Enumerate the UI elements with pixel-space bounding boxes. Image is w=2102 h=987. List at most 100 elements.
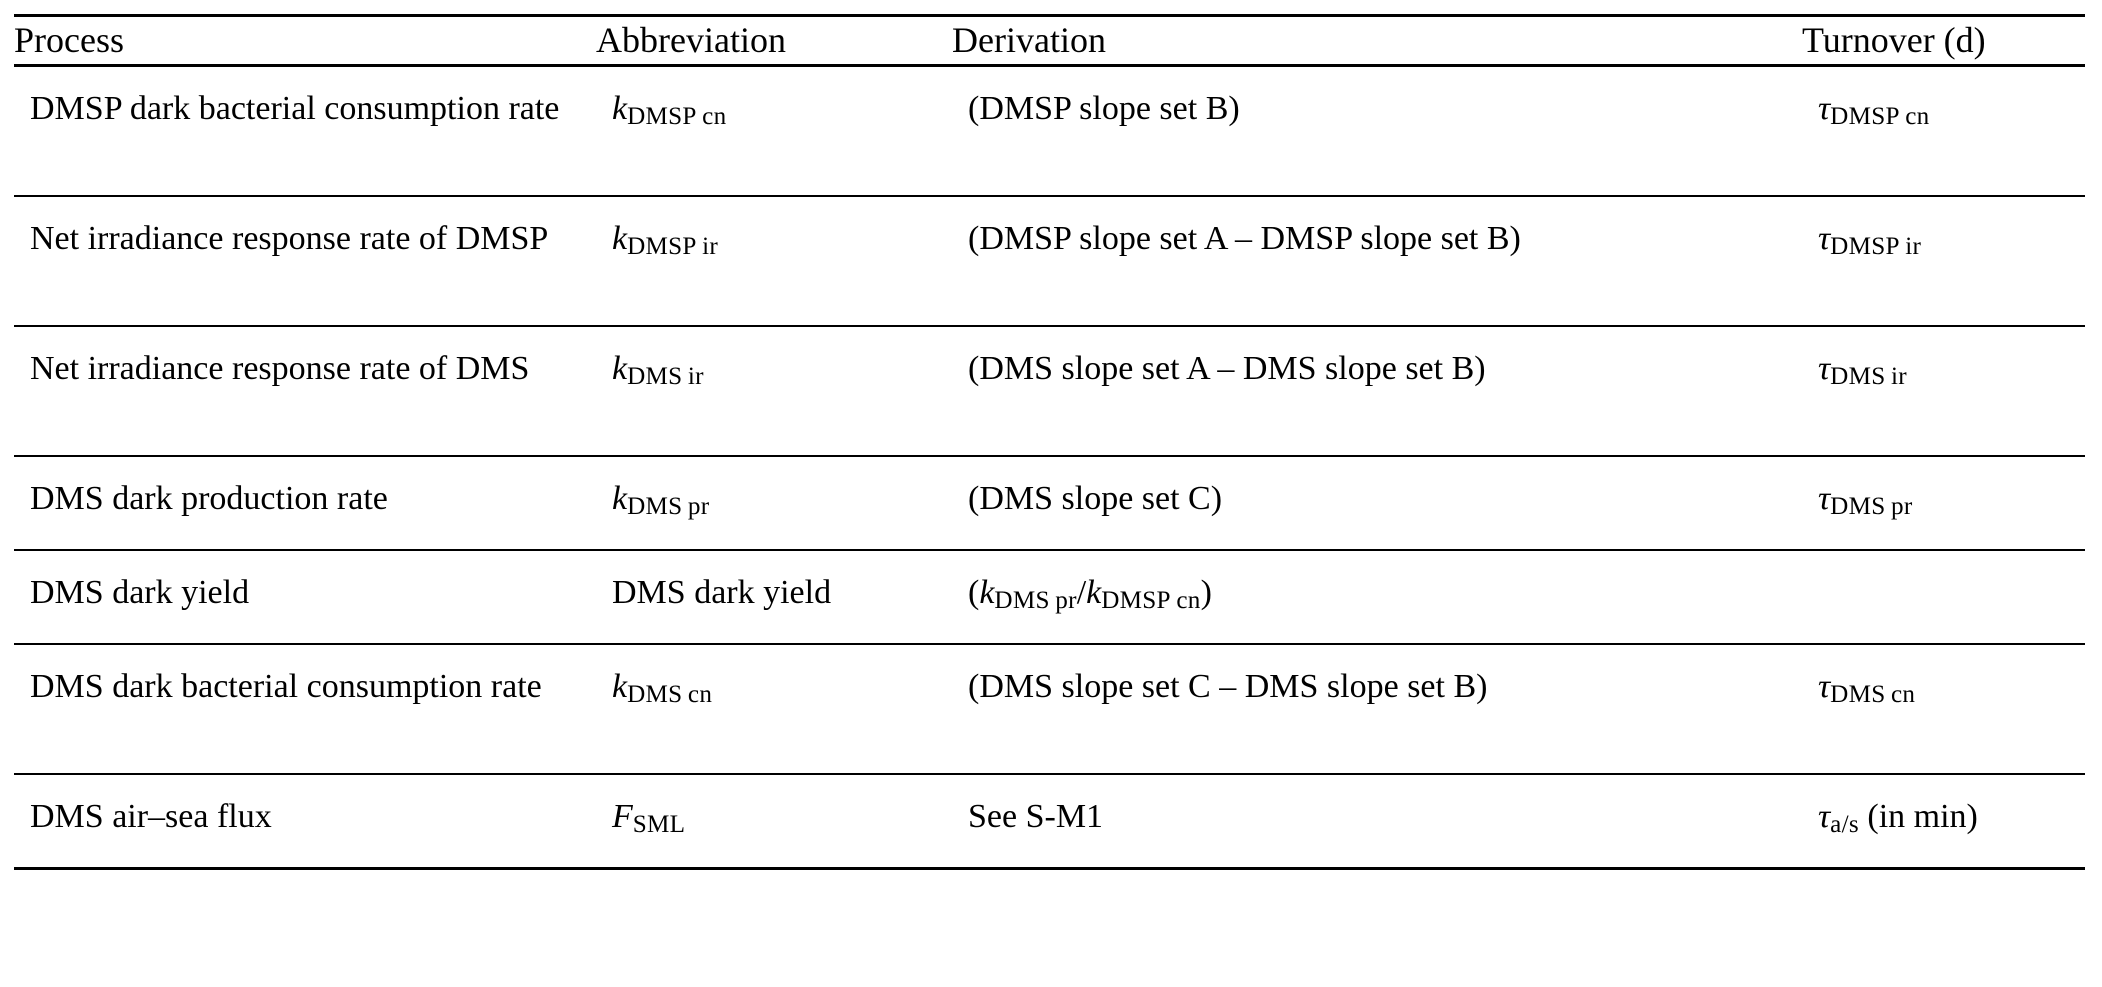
process-label: DMS dark production rate xyxy=(30,479,388,517)
ratio-numerator-symbol: k xyxy=(979,573,995,611)
process-label: DMS dark bacterial consumption rate xyxy=(30,667,542,705)
cell-derivation: (DMS slope set C) xyxy=(952,456,1802,550)
turnover-symbol-symbol: τ xyxy=(1818,219,1831,257)
column-header-abbreviation: Abbreviation xyxy=(596,20,786,60)
abbreviation-symbol-symbol: F xyxy=(612,797,633,835)
abbreviation-symbol-subscript: SML xyxy=(632,811,686,839)
turnover-symbol-symbol: τ xyxy=(1818,349,1831,387)
cell-process: DMS air–sea flux xyxy=(14,774,596,869)
cell-turnover: τa/s (in min) xyxy=(1802,774,2085,869)
column-header-process: Process xyxy=(14,20,124,60)
abbreviation-symbol-symbol: k xyxy=(612,479,628,517)
cell-derivation: See S-M1 xyxy=(952,774,1802,869)
cell-abbreviation: FSML xyxy=(596,774,952,869)
abbreviation-symbol: FSML xyxy=(612,797,686,839)
table-header-row: Process Abbreviation Derivation Turnover… xyxy=(14,15,2085,66)
table-row: DMS air–sea flux FSML See S-M1 τa/s (in min… xyxy=(14,774,2085,869)
ratio-open-paren: ( xyxy=(968,573,980,611)
ratio-close-paren: ) xyxy=(1200,573,1212,611)
ratio-denominator-symbol: k xyxy=(1086,573,1102,611)
derivation-text: (DMSP slope set B) xyxy=(968,89,1240,127)
table-row: DMSP dark bacterial consumption rate kDMS… xyxy=(14,65,2085,196)
derivation-text: (DMS slope set C – DMS slope set B) xyxy=(968,667,1488,705)
process-label: Net irradiance response rate of DMSP xyxy=(30,219,549,257)
abbreviation-symbol-symbol: k xyxy=(612,219,628,257)
process-parameters-table: Process Abbreviation Derivation Turnover… xyxy=(14,14,2085,870)
turnover-symbol-symbol: τ xyxy=(1818,479,1831,517)
cell-derivation: (DMSP slope set A – DMSP slope set B) xyxy=(952,196,1802,326)
turnover-symbol-suffix: (in min) xyxy=(1858,797,1978,835)
cell-derivation: (DMS slope set C – DMS slope set B) xyxy=(952,644,1802,774)
column-header-turnover: Turnover (d) xyxy=(1802,20,1986,60)
cell-derivation: (DMS slope set A – DMS slope set B) xyxy=(952,326,1802,456)
abbreviation-symbol-plain: DMS dark yield xyxy=(612,573,832,611)
turnover-symbol-subscript: a/s xyxy=(1830,811,1859,839)
derivation-text: (DMSP slope set A – DMSP slope set B) xyxy=(968,219,1521,257)
turnover-symbol: τa/s (in min) xyxy=(1818,797,1978,839)
turnover-symbol-symbol: τ xyxy=(1818,89,1831,127)
process-label: DMSP dark bacterial consumption rate xyxy=(30,89,560,127)
cell-process: DMS dark yield xyxy=(14,550,596,644)
cell-turnover xyxy=(1802,550,2085,644)
cell-derivation: (DMSP slope set B) xyxy=(952,65,1802,196)
abbreviation-symbol-symbol: k xyxy=(612,667,628,705)
process-label: DMS air–sea flux xyxy=(30,797,272,835)
derivation-text: (DMS slope set C) xyxy=(968,479,1223,517)
process-label: Net irradiance response rate of DMS xyxy=(30,349,530,387)
table-header: Process Abbreviation Derivation Turnover… xyxy=(14,15,2085,66)
cell-abbreviation: DMS dark yield xyxy=(596,550,952,644)
column-header-derivation: Derivation xyxy=(952,20,1106,60)
cell-process: DMSP dark bacterial consumption rate xyxy=(14,65,596,196)
cell-process: DMS dark bacterial consumption rate xyxy=(14,644,596,774)
ratio-divider: / xyxy=(1076,573,1087,611)
abbreviation-symbol-symbol: k xyxy=(612,349,628,387)
derivation-text: (DMS slope set A – DMS slope set B) xyxy=(968,349,1486,387)
derivation-text: See S-M1 xyxy=(968,797,1104,835)
process-label: DMS dark yield xyxy=(30,573,250,611)
cell-process: DMS dark production rate xyxy=(14,456,596,550)
cell-process: Net irradiance response rate of DMSP xyxy=(14,196,596,326)
turnover-symbol-symbol: τ xyxy=(1818,667,1831,705)
